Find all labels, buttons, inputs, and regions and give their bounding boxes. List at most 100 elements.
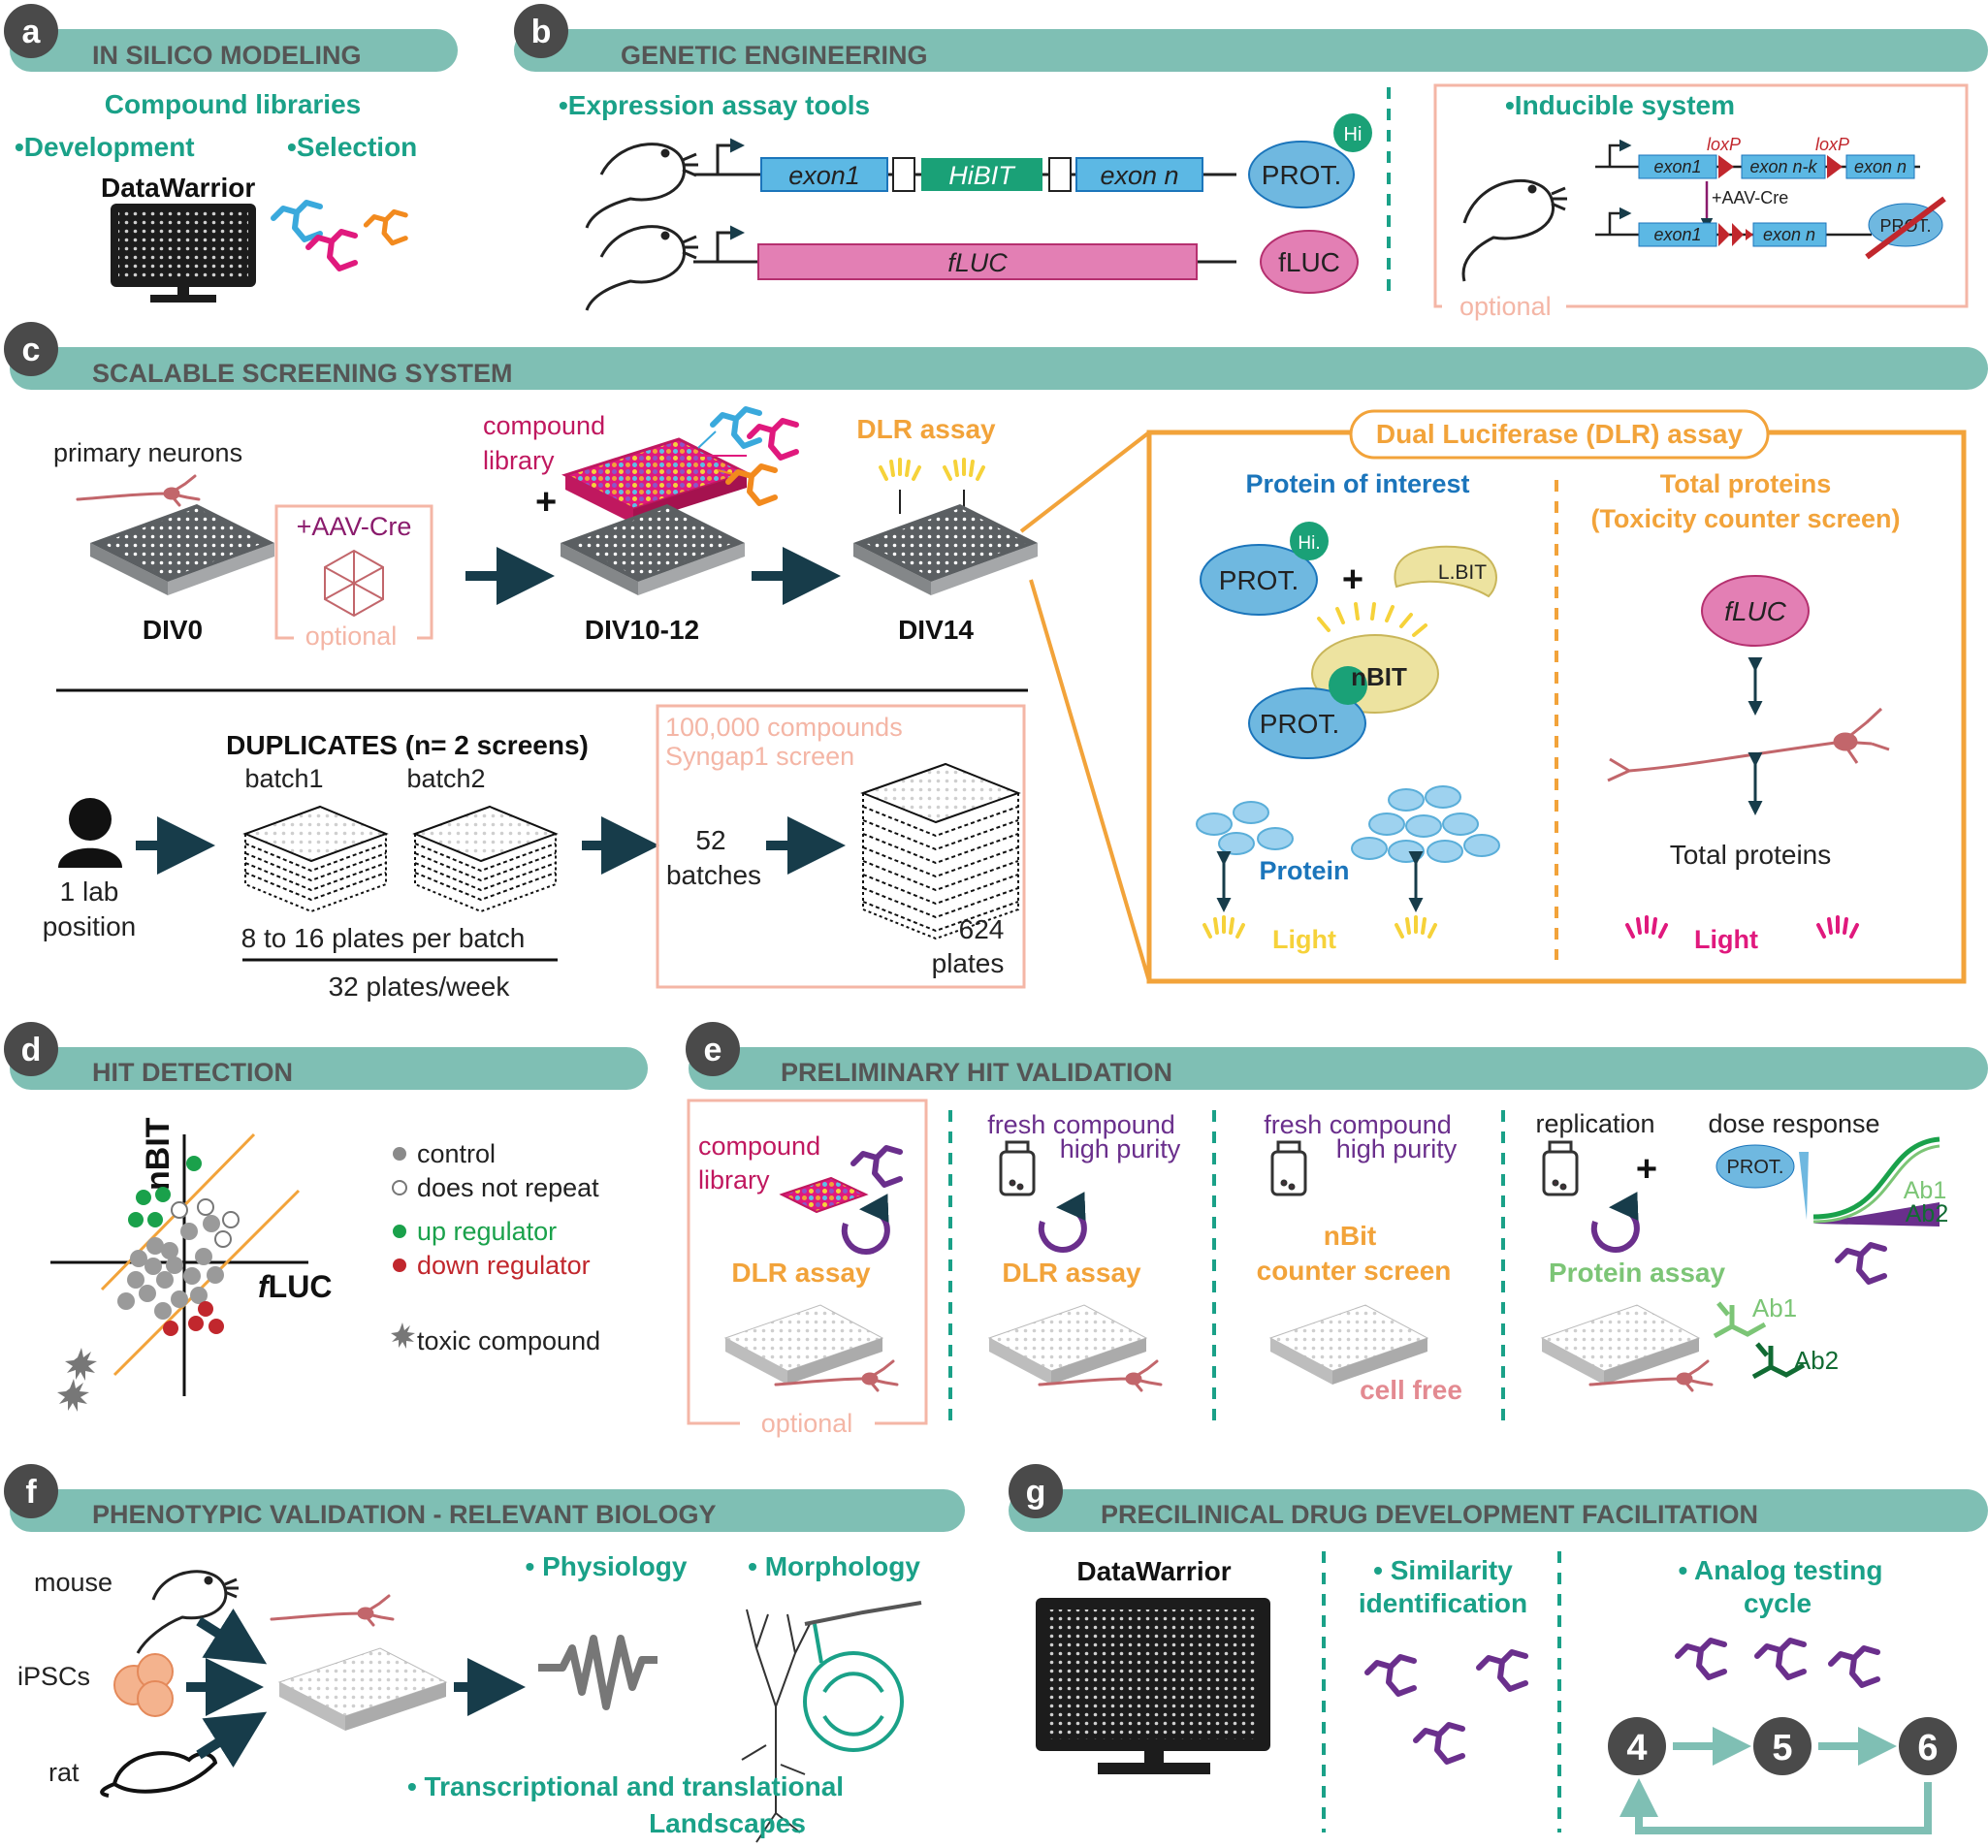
mouse-icon [585,225,698,311]
selection-label: •Selection [287,132,417,162]
total-proteins-label: Total proteins [1670,840,1832,870]
scatter-down-regulator [163,1301,224,1336]
monitor-icon [111,204,256,303]
banner-c: c SCALABLE SCREENING SYSTEM [4,322,1988,390]
replication-label: replication [1535,1109,1654,1138]
toxic-compound-icon [57,1348,97,1412]
primary-neurons-label: primary neurons [53,438,242,467]
legend-down-marker [393,1259,406,1272]
plate-tower [860,762,1021,940]
compound-library-plate [779,1176,869,1214]
legend-up-regulator: up regulator [417,1217,557,1246]
landscapes-label-1: • Transcriptional and translational [407,1771,844,1801]
plates-label: plates [932,948,1005,978]
fluc-protein: fLUC [1260,230,1359,294]
physiology-label: • Physiology [526,1551,688,1581]
plate-stack-batch2 [412,805,559,913]
panel-f-title: PHENOTYPIC VALIDATION - RELEVANT BIOLOGY [92,1500,717,1529]
prot-label: PROT. [1727,1157,1784,1178]
scatter-control [117,1215,224,1320]
panel-c: primary neurons DIV0 +AAV-Cre optional c… [43,409,1967,1002]
plate-div0 [90,504,274,595]
threshold-line [112,1189,301,1377]
one-lab-label: 1 lab [60,876,119,907]
panel-f: mouse iPSCs rat • Physiology • Morpholog… [17,1551,922,1843]
mouse-icon [136,1570,239,1654]
hibit-construct: exon1 HiBIT exon n [693,138,1236,192]
trace-icon [538,1635,657,1710]
div10-label: DIV10-12 [585,615,699,645]
legend-down-regulator: down regulator [417,1251,591,1280]
molecule-purple-icon [1831,1648,1877,1685]
analog-testing-label-2: cycle [1744,1588,1812,1618]
cycle-step-6 [1899,1717,1957,1775]
batch1-label: batch1 [244,764,323,793]
light-icon-small [1625,915,1668,939]
div14-label: DIV14 [898,615,974,645]
inducible-label: •Inducible system [1505,90,1735,120]
ind-exon-nk-label: exon n-k [1749,157,1817,176]
dlr-title: Dual Luciferase (DLR) assay [1376,419,1744,449]
loxp-label: loxP [1815,135,1849,154]
ind-exon1-label: exon1 [1653,157,1701,176]
optional-label: optional [761,1409,853,1438]
banner-e: e PRELIMINARY HIT VALIDATION [686,1022,1988,1090]
prot-label: PROT. [1260,709,1339,739]
datawarrior-label: DataWarrior [101,173,255,203]
high-purity-label: high purity [1336,1134,1458,1163]
similarity-label-1: • Similarity [1373,1555,1513,1585]
dlr-assay-label: DLR assay [731,1258,871,1288]
panel-d: nBIT fLUC control does not repeat up reg… [50,1117,600,1412]
protein-assay-label: Protein assay [1549,1258,1726,1288]
lbit-shape [1394,545,1497,598]
n52-label: 52 [695,825,725,855]
panel-letter-g: g [1026,1474,1046,1511]
ab2-label: Ab2 [1906,1200,1948,1227]
mouse-label: mouse [34,1568,112,1597]
hibit-label: HiBIT [948,161,1016,190]
ab1-label: Ab1 [1904,1177,1946,1204]
prot-hi-protein: PROT. Hi [1248,113,1372,208]
plus-sign: + [1342,559,1363,600]
panel-d-title: HIT DETECTION [92,1058,293,1087]
panel-letter-d: d [21,1032,42,1068]
molecule-purple-icon [1838,1245,1884,1282]
ipsc-cells-icon [113,1653,174,1717]
plus-sign: + [535,482,557,523]
prot-ellipse [1715,1144,1795,1189]
banner-d: d HIT DETECTION [4,1022,648,1090]
compound-label: compound [698,1131,820,1161]
plate-icon [1268,1304,1429,1385]
position-label: position [43,911,137,941]
vial-icon [1270,1140,1307,1196]
duplicates-label: DUPLICATES (n= 2 screens) [226,730,589,760]
light-label: Light [1694,925,1758,954]
aav-cre-optional-box: +AAV-Cre optional [274,504,433,651]
panel-letter-f: f [25,1474,37,1511]
datawarrior-label: DataWarrior [1076,1556,1231,1586]
panel-b-title: GENETIC ENGINEERING [621,41,928,70]
prot-label: PROT. [1219,565,1299,595]
x-axis-label: fLUC [258,1269,332,1304]
molecule-blue-icon [273,203,320,239]
optional-label: optional [305,621,398,651]
prot-label: PROT. [1262,160,1341,190]
dlr-box: Dual Luciferase (DLR) assay Protein of i… [1146,409,1967,984]
hi-label: Hi. [1298,533,1320,554]
rat-icon [100,1751,218,1798]
cycle-icon [1590,1192,1640,1253]
light-icon [943,458,985,481]
compounds-100k-label: 100,000 compounds [665,713,903,742]
zoom-line [1019,430,1151,533]
dose-curve-ab1 [1812,1136,1940,1220]
ab2-label: Ab2 [1794,1346,1839,1375]
protein-label: Protein [1259,856,1349,885]
banner-g: g PRECILINICAL DRUG DEVELOPMENT FACILITA… [1009,1464,1988,1532]
similarity-label-2: identification [1359,1588,1527,1618]
fluc-label: fLUC [1724,596,1787,626]
panel-c-title: SCALABLE SCREENING SYSTEM [92,359,513,388]
light-icon-large [1816,915,1859,939]
cell-free-label: cell free [1360,1375,1462,1405]
plate-icon [1540,1304,1701,1385]
ind-exon-n-label: exon n [1854,157,1907,176]
